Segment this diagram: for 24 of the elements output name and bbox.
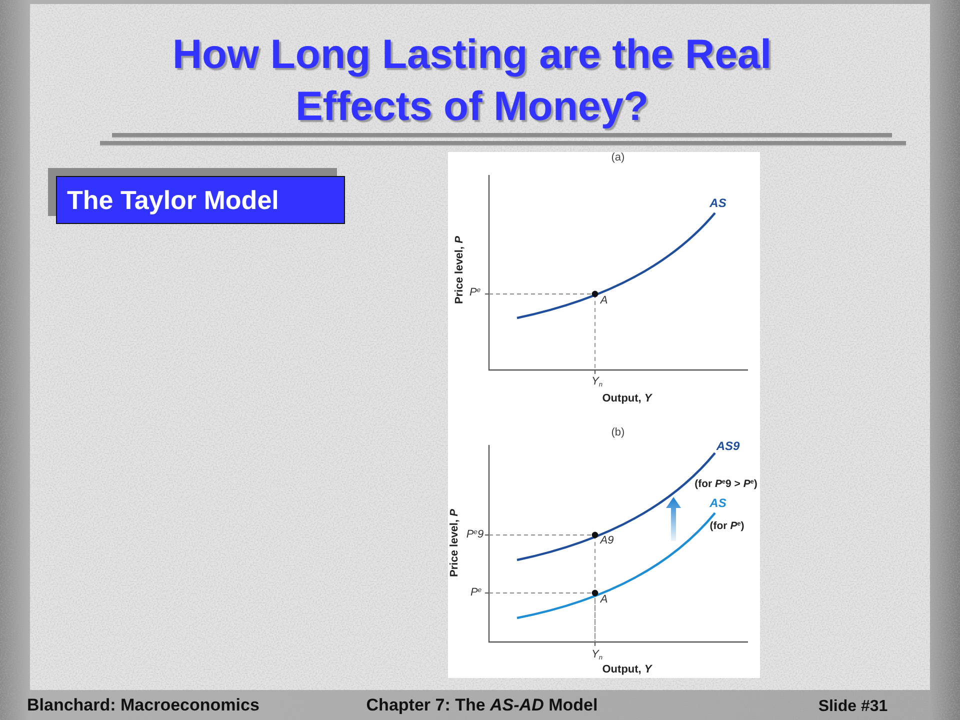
- axis-title: Output, Y: [602, 394, 652, 404]
- panel-letter: (b): [611, 428, 625, 438]
- tick-label: P$^{e}$: [470, 588, 482, 598]
- slide-title: How Long Lasting are the Real Effects of Money?: [171, 30, 773, 131]
- tick-label: P$^{e}$9: [466, 530, 484, 540]
- point-label: A: [600, 296, 608, 306]
- heading-box: The Taylor Model: [56, 176, 345, 224]
- slide-number: Slide #31: [818, 699, 888, 715]
- axis-title: Output, Y: [602, 664, 652, 676]
- footer-text: Blanchard: Macroeconomics: [27, 696, 260, 714]
- axis-title: Price level, P: [454, 236, 466, 304]
- tick-label: P$^{e}$: [470, 288, 480, 298]
- curve-label: AS: [710, 197, 726, 209]
- curve-label: AS: [710, 497, 726, 509]
- point-label: A: [600, 594, 608, 606]
- tick-label: Y$_{n}$: [592, 650, 602, 660]
- curve-note: (for P$^{e}$): [710, 520, 744, 532]
- curve-note: (for P$^{e}$9 > P$^{e}$): [694, 478, 758, 490]
- curve-label: AS9: [716, 440, 740, 452]
- tick-label: Y$_{n}$: [592, 376, 602, 388]
- footer-text: Chapter 7: The AS-AD Model: [366, 696, 598, 714]
- point-label: A9: [600, 536, 614, 546]
- axis-title: Price level, P: [450, 509, 460, 577]
- panel-letter: (a): [611, 152, 625, 164]
